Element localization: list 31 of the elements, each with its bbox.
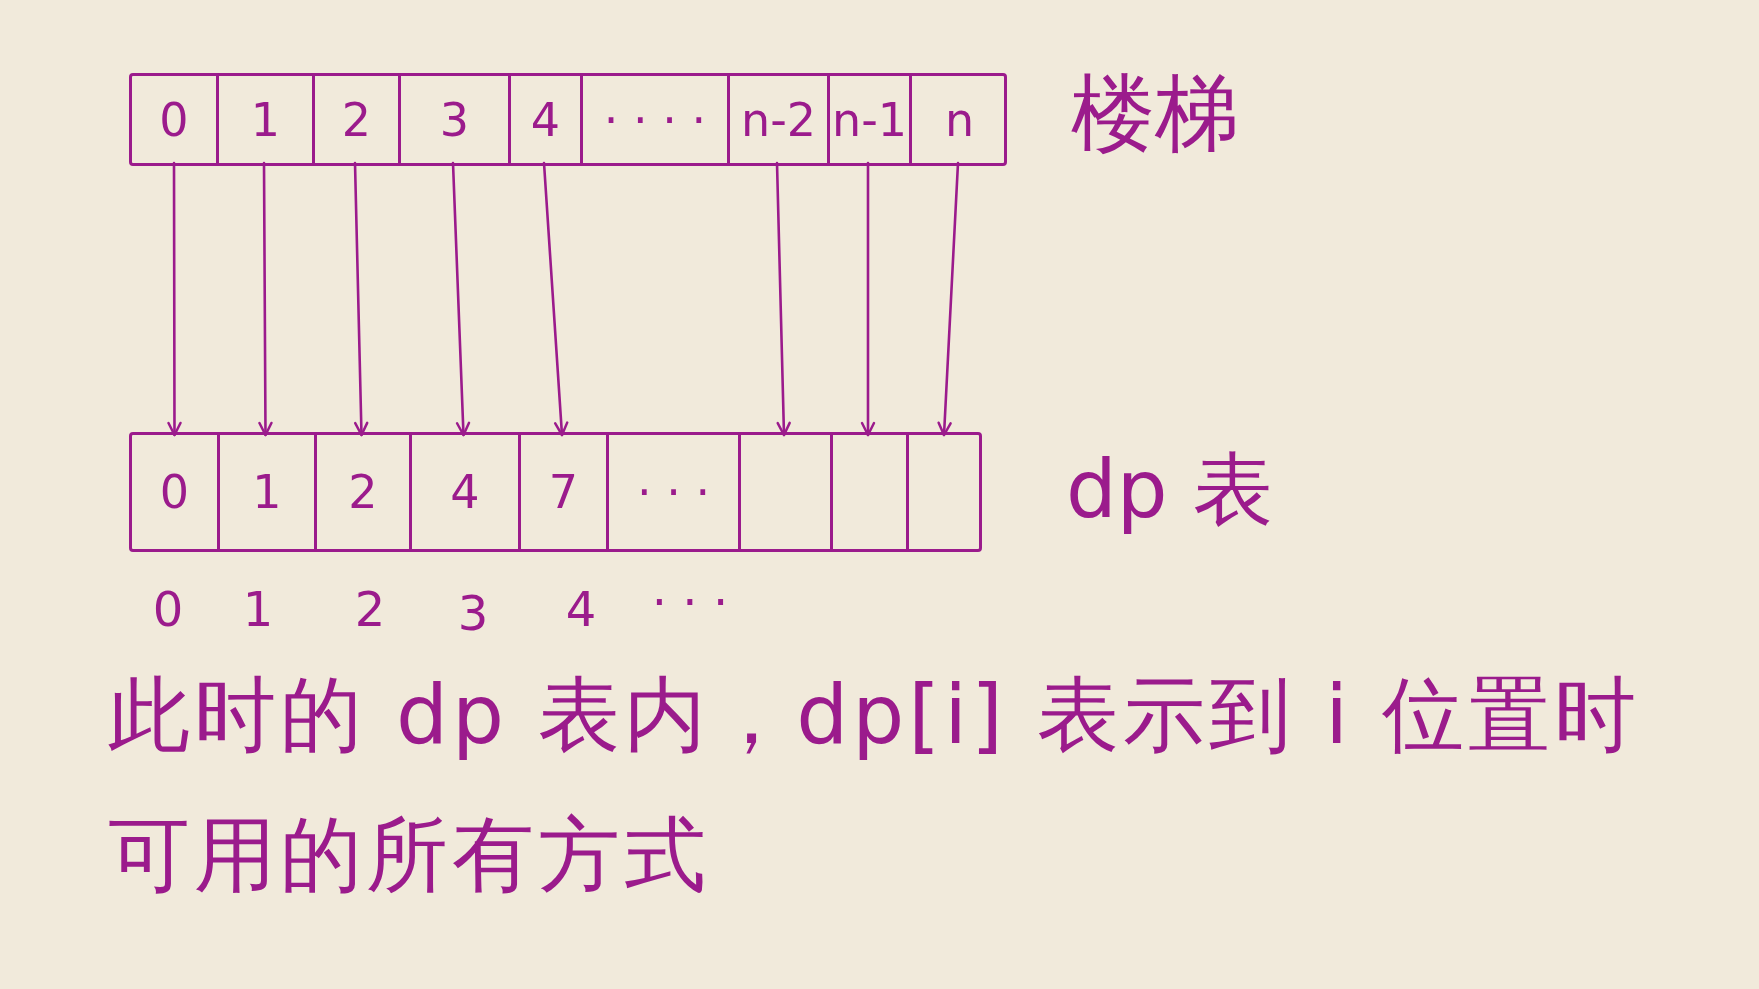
index-number: 0: [152, 585, 184, 633]
dp-cell: · · ·: [606, 435, 738, 549]
dp-cell: 1: [217, 435, 314, 549]
index-number: 1: [242, 585, 274, 633]
index-number: 3: [457, 589, 489, 637]
caption-text: 此时的 dp 表内，dp[i] 表示到 i 位置时可用的所有方式: [108, 666, 1642, 904]
stair-cell: 3: [398, 76, 508, 163]
stair-cell: n: [909, 76, 1007, 163]
arrow: [937, 161, 960, 437]
stair-cell: 1: [216, 76, 312, 163]
stairs-label: 楼梯: [1071, 71, 1239, 155]
dp-cell: 4: [409, 435, 518, 549]
arrow: [775, 161, 791, 437]
arrow: [542, 161, 569, 437]
index-number: 2: [354, 585, 386, 633]
stair-cell: 0: [132, 76, 216, 163]
arrow: [860, 161, 876, 437]
stair-cell: 4: [508, 76, 580, 163]
arrow: [451, 161, 471, 437]
arrow: [353, 161, 369, 437]
stair-cell: · · · ·: [580, 76, 727, 163]
stair-cell: 2: [312, 76, 398, 163]
stair-cell: n-1: [827, 76, 909, 163]
arrow: [258, 161, 273, 437]
dp-cell: 7: [518, 435, 606, 549]
index-number: 4: [565, 585, 597, 633]
arrow: [167, 161, 182, 437]
dp-cell: 2: [314, 435, 409, 549]
stair-cell: n-2: [727, 76, 827, 163]
index-number: · · ·: [651, 578, 729, 626]
dp-cell: 0: [132, 435, 217, 549]
